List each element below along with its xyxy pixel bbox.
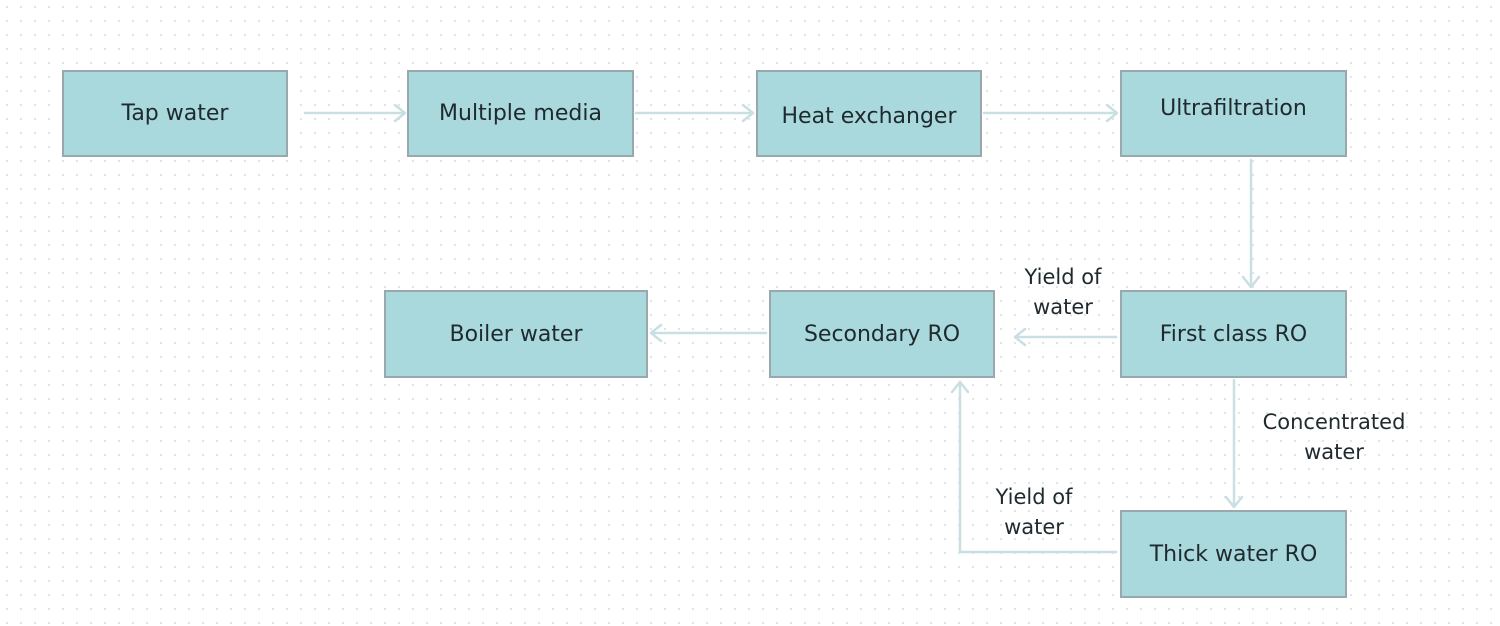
- arrow-first-to-secondary: [1013, 327, 1118, 347]
- label-thick-to-secondary-line-2: water: [1004, 515, 1064, 539]
- node-secondary-ro: Secondary RO: [769, 290, 995, 378]
- label-first-to-thick-line-1: Concentrated: [1262, 410, 1406, 434]
- arrow-ultra-to-first: [1241, 158, 1261, 289]
- arrow-secondary-to-boiler: [649, 323, 768, 343]
- label-first-to-secondary: Yield of water: [1008, 262, 1118, 322]
- label-first-to-thick-line-2: water: [1304, 440, 1364, 464]
- label-thick-to-secondary-line-1: Yield of: [995, 485, 1073, 509]
- node-tap-water: Tap water: [62, 70, 288, 157]
- arrow-thick-to-secondary: [950, 380, 1118, 554]
- label-thick-to-secondary: Yield of water: [978, 482, 1090, 542]
- arrow-tap-to-media: [303, 103, 407, 123]
- arrow-heat-to-ultra: [982, 103, 1119, 123]
- label-first-to-secondary-line-2: water: [1033, 295, 1093, 319]
- node-ultrafiltration: Ultrafiltration: [1120, 70, 1347, 157]
- node-multiple-media: Multiple media: [407, 70, 634, 157]
- arrow-first-to-thick: [1224, 378, 1244, 509]
- node-boiler-water: Boiler water: [384, 290, 648, 378]
- arrow-media-to-heat: [634, 103, 755, 123]
- node-thick-water-ro: Thick water RO: [1120, 510, 1347, 598]
- label-first-to-thick: Concentrated water: [1252, 407, 1416, 467]
- node-first-class-ro: First class RO: [1120, 290, 1347, 378]
- label-first-to-secondary-line-1: Yield of: [1024, 265, 1102, 289]
- node-heat-exchanger: Heat exchanger: [756, 70, 982, 157]
